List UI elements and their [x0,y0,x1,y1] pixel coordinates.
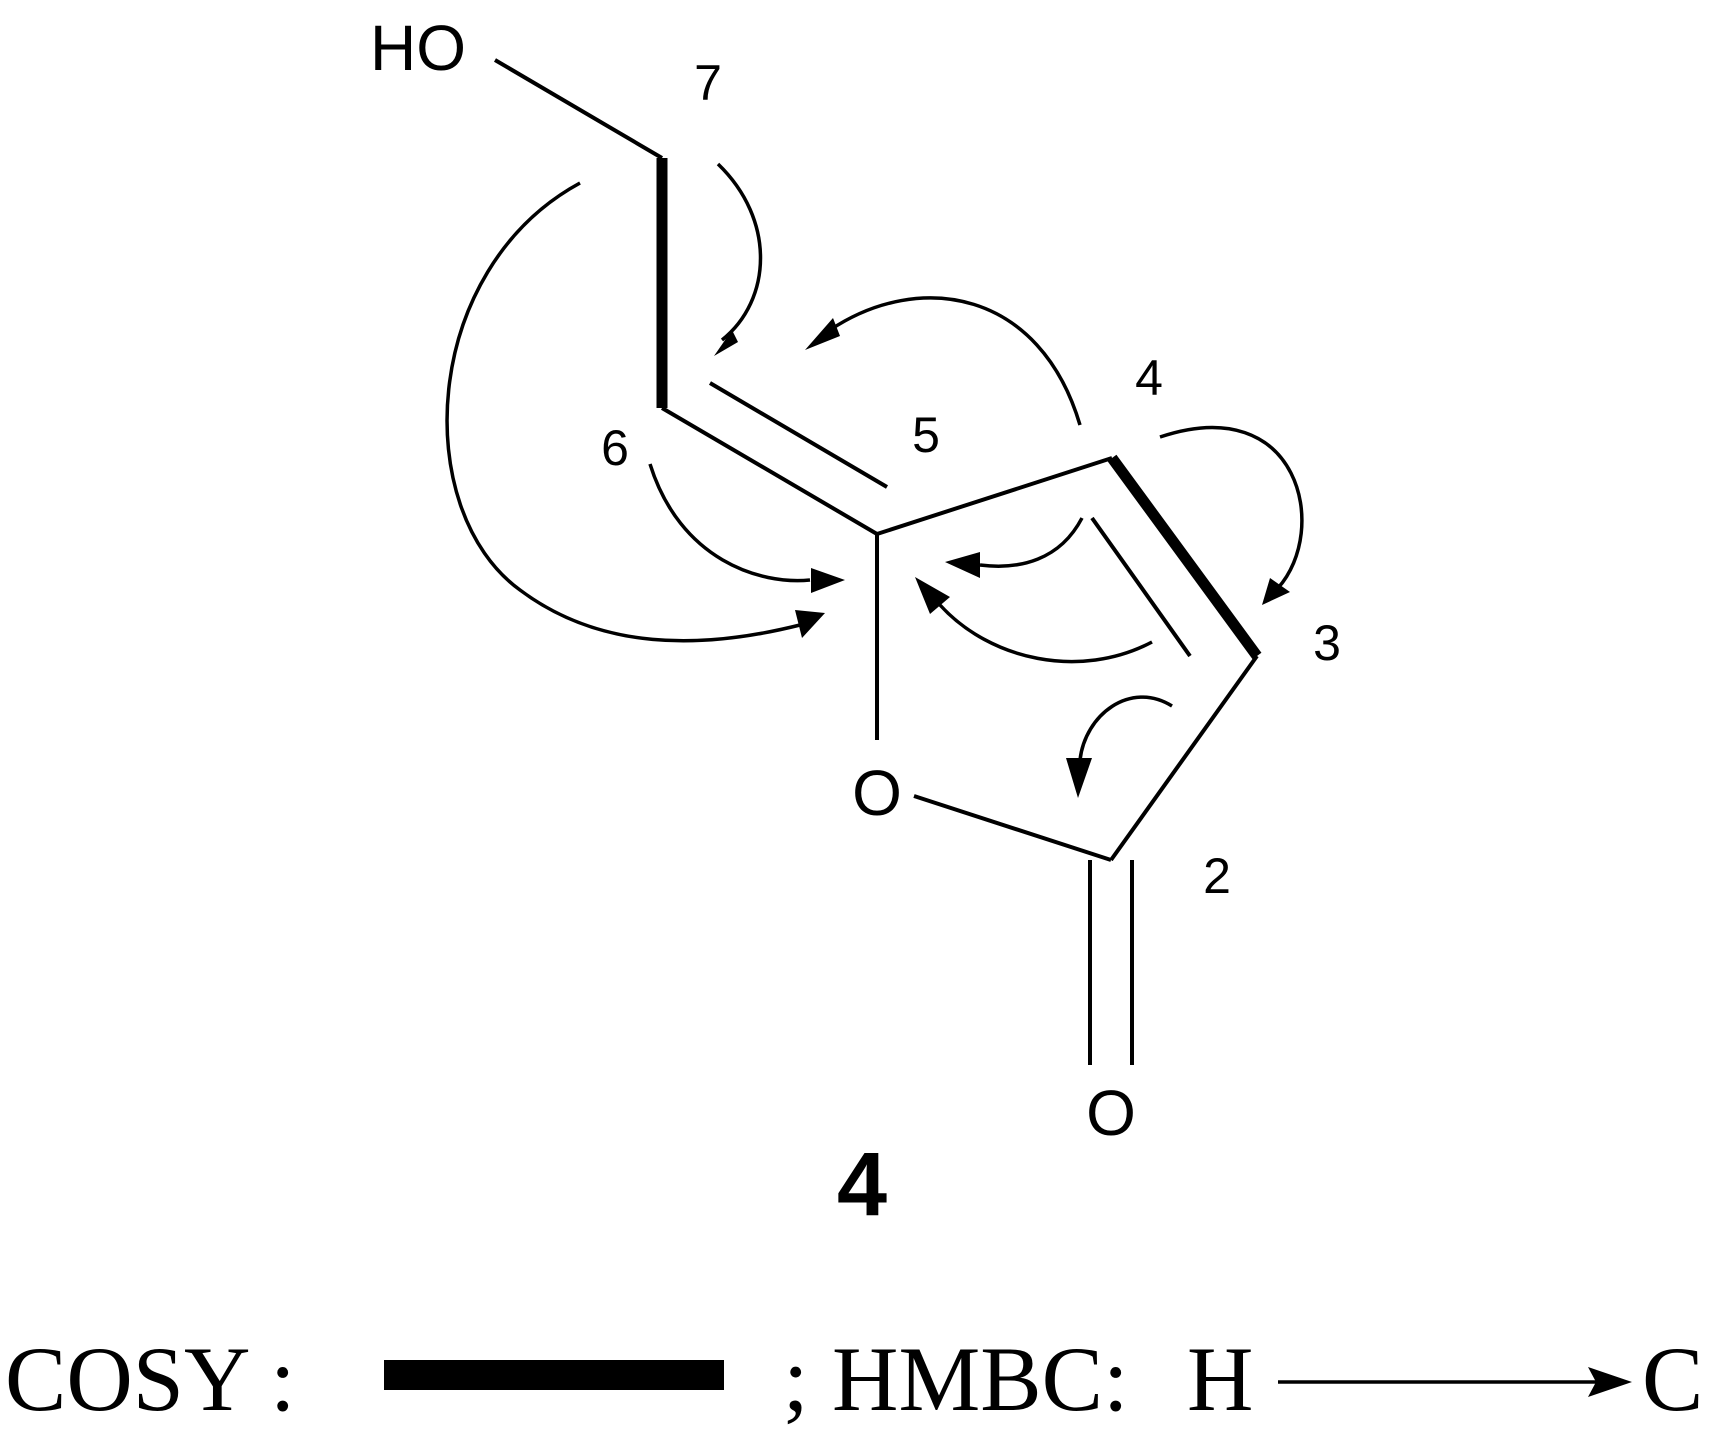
hmbc-arrow-h6-c5 [648,463,845,593]
legend-hmbc-to: C [1642,1328,1703,1430]
bond-c6-c5-inner [708,381,889,489]
legend-cosy-bond-sample [384,1360,724,1390]
molecule-skeleton [493,58,1262,1065]
legend: COSY : ; HMBC: H C [5,1328,1703,1430]
legend-cosy-label: COSY : [5,1328,296,1430]
hmbc-arrow-h3-c2 [1066,695,1173,798]
position-label-5: 5 [912,407,940,463]
hydroxyl-label: HO [370,12,466,84]
position-label-2: 2 [1203,848,1231,904]
hmbc-arrow-h4-c5-lower [945,517,1084,578]
hmbc-arrow-h4-c5-upper [805,296,1082,426]
compound-number: 4 [837,1135,887,1235]
ring-oxygen-label: O [852,757,902,829]
position-label-6: 6 [601,420,629,476]
bond-c2-o1 [913,794,1112,862]
legend-hmbc-from: H [1187,1328,1253,1430]
cosy-bond-c4-c3 [1107,454,1262,660]
position-label-3: 3 [1313,615,1341,671]
bond-o-c7 [493,58,664,160]
legend-hmbc-label: HMBC: [832,1328,1129,1430]
hmbc-arrow-h4-c3 [1159,425,1304,605]
position-label-4: 4 [1135,350,1163,406]
legend-hmbc-arrow-head [1588,1367,1632,1397]
bond-c5-c4 [876,456,1113,536]
bond-c6-c5 [660,406,879,536]
legend-separator: ; [783,1328,809,1430]
hmbc-arrow-h7-c5 [445,181,825,643]
position-label-7: 7 [694,55,722,111]
hmbc-arrow-h3-c5 [915,577,1153,664]
hmbc-arrows [445,162,1304,798]
bond-c3-c2 [1109,654,1259,862]
carbonyl-oxygen-label: O [1086,1077,1136,1149]
hmbc-arrow-h7-c6 [714,162,763,356]
bond-c4-c3-inner [1090,516,1192,658]
